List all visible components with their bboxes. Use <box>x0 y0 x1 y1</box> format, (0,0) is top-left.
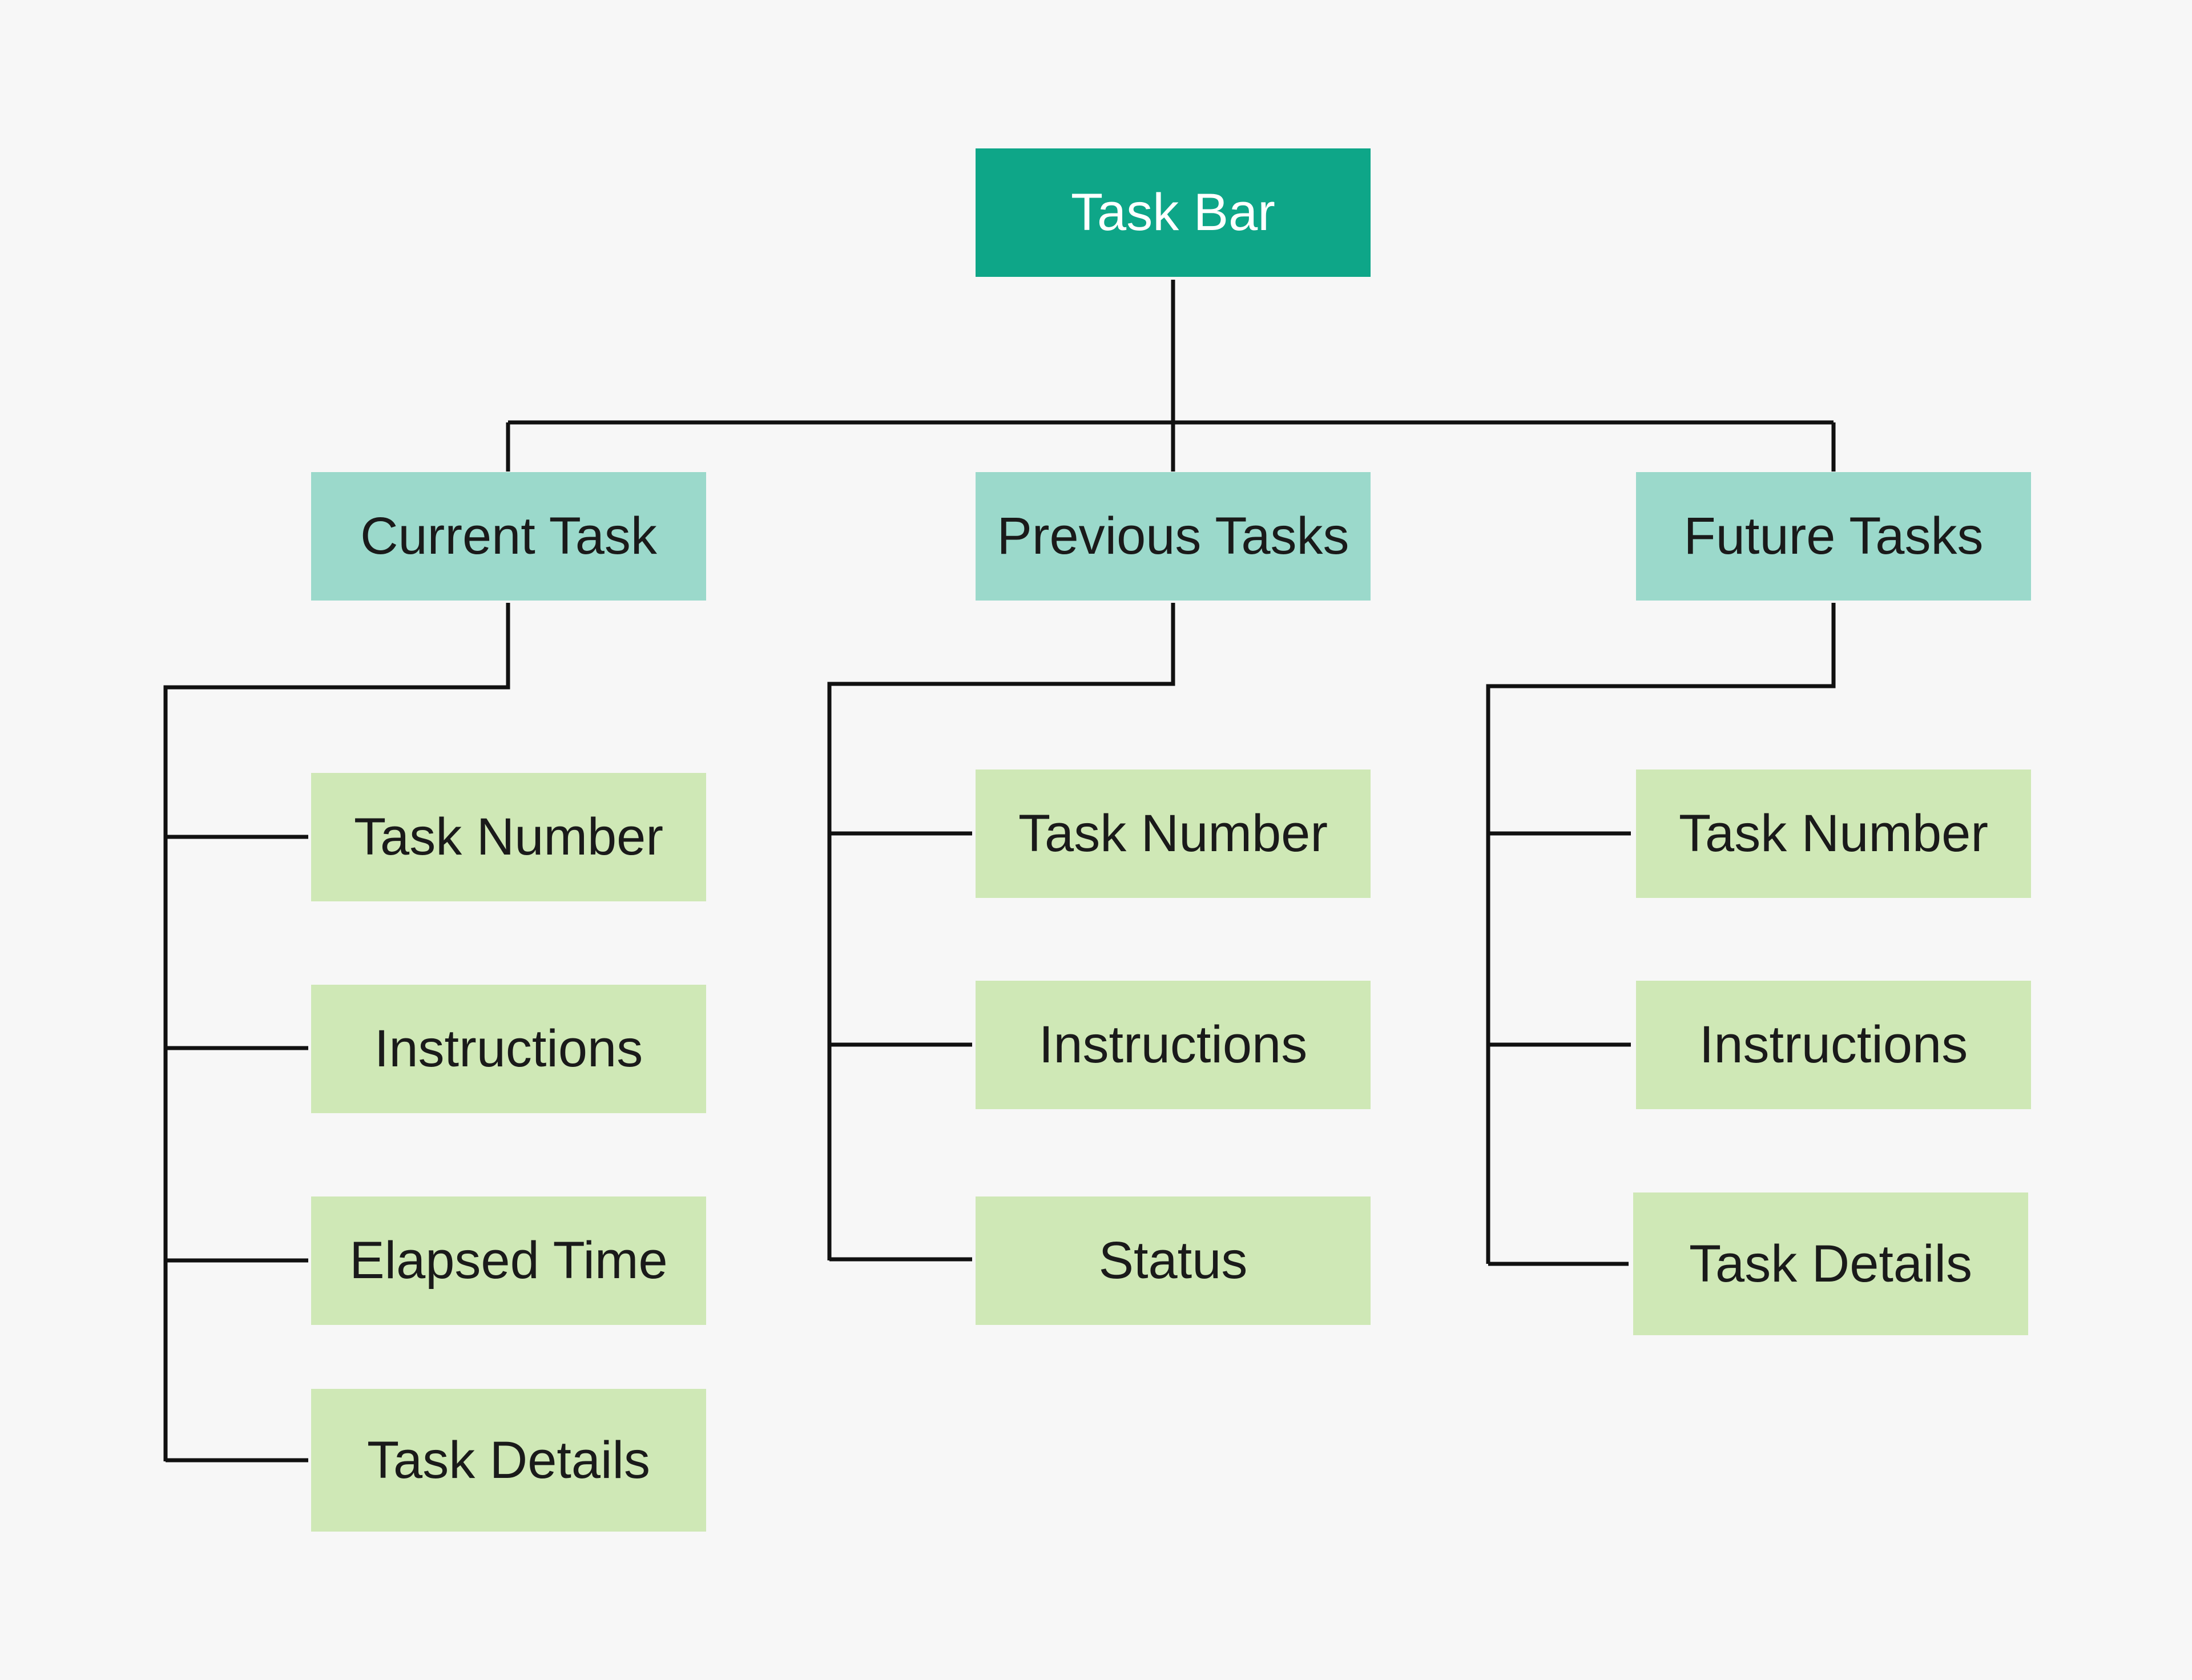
node-future-task-details: Task Details <box>1633 1192 2028 1335</box>
node-future-task-number: Task Number <box>1636 770 2031 898</box>
node-current-task: Current Task <box>311 472 706 601</box>
node-previous-status: Status <box>976 1196 1371 1325</box>
node-current-task-number: Task Number <box>311 773 706 901</box>
connector-future-tasks-spine <box>1486 603 1836 1264</box>
node-current-instructions: Instructions <box>311 985 706 1113</box>
node-previous-tasks: Previous Tasks <box>976 472 1371 601</box>
node-task-bar: Task Bar <box>976 148 1371 277</box>
node-previous-instructions: Instructions <box>976 981 1371 1109</box>
connector-current-task-spine <box>163 603 510 1461</box>
connector-previous-tasks-spine <box>827 603 1175 1260</box>
node-current-task-details: Task Details <box>311 1389 706 1532</box>
node-future-instructions: Instructions <box>1636 981 2031 1109</box>
node-current-elapsed-time: Elapsed Time <box>311 1196 706 1325</box>
node-future-tasks: Future Tasks <box>1636 472 2031 601</box>
node-previous-task-number: Task Number <box>976 770 1371 898</box>
